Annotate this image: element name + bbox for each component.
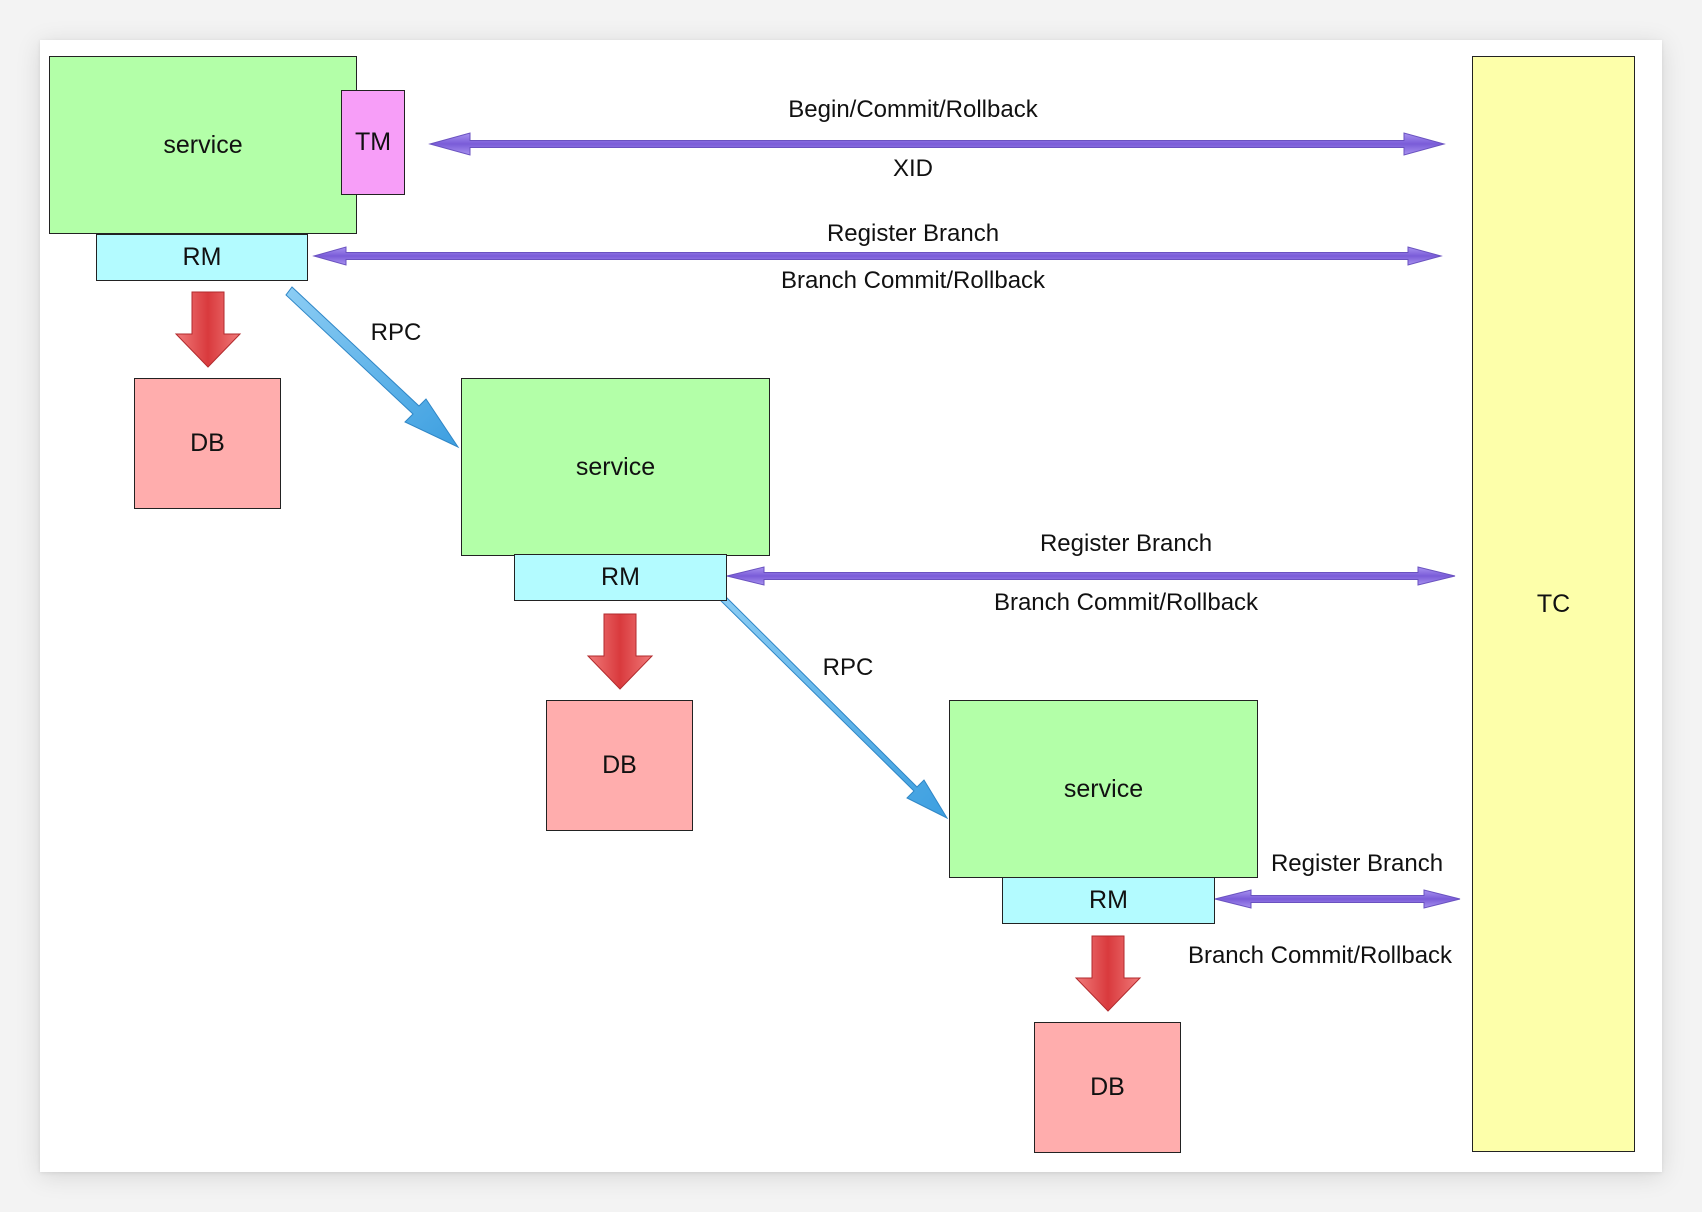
service-label-2: service — [575, 452, 656, 481]
db-box-2: DB — [546, 700, 693, 831]
rm2-db-arrow — [586, 613, 654, 690]
rpc-label-2: RPC — [822, 654, 874, 681]
rm-box-2: RM — [514, 554, 727, 601]
tm-tc-label-top: Begin/Commit/Rollback — [788, 96, 1038, 123]
tc-box: TC — [1472, 56, 1635, 1152]
rm-label-3: RM — [1089, 886, 1128, 914]
rpc-arrow-1 — [285, 286, 460, 449]
tc-label: TC — [1536, 589, 1571, 618]
rm-box-3: RM — [1002, 877, 1215, 924]
rm3-tc-label-bottom: Branch Commit/Rollback — [1187, 942, 1453, 969]
rm1-tc-label-bottom: Branch Commit/Rollback — [780, 267, 1046, 294]
db-label-1: DB — [190, 429, 225, 457]
service-box-2: service — [461, 378, 770, 556]
db-label-3: DB — [1090, 1073, 1125, 1101]
db-box-3: DB — [1034, 1022, 1181, 1153]
db-label-2: DB — [602, 751, 637, 779]
rm3-tc-double-arrow — [1214, 889, 1461, 909]
rm2-tc-double-arrow — [726, 566, 1456, 586]
db-box-1: DB — [134, 378, 281, 509]
rm1-tc-double-arrow — [312, 246, 1443, 266]
service-box-3: service — [949, 700, 1258, 878]
rm2-tc-label-bottom: Branch Commit/Rollback — [993, 589, 1259, 616]
rm1-tc-label-top: Register Branch — [826, 220, 1000, 247]
rm3-db-arrow — [1074, 935, 1142, 1012]
service-label-3: service — [1063, 774, 1144, 803]
rm-box-1: RM — [96, 234, 308, 281]
tm-tc-label-bottom: XID — [892, 155, 934, 182]
rpc-arrow-2 — [715, 590, 949, 820]
service-box-1: service — [49, 56, 357, 234]
tm-label: TM — [354, 128, 392, 156]
rm3-tc-label-top: Register Branch — [1270, 850, 1444, 877]
service-label-1: service — [163, 130, 243, 159]
rm-label-2: RM — [601, 563, 640, 591]
tm-box: TM — [341, 90, 405, 195]
rm2-tc-label-top: Register Branch — [1039, 530, 1213, 557]
rm-label-1: RM — [182, 243, 222, 271]
rpc-label-1: RPC — [370, 319, 422, 346]
rm1-db-arrow — [174, 291, 242, 368]
tm-tc-double-arrow — [428, 132, 1446, 156]
